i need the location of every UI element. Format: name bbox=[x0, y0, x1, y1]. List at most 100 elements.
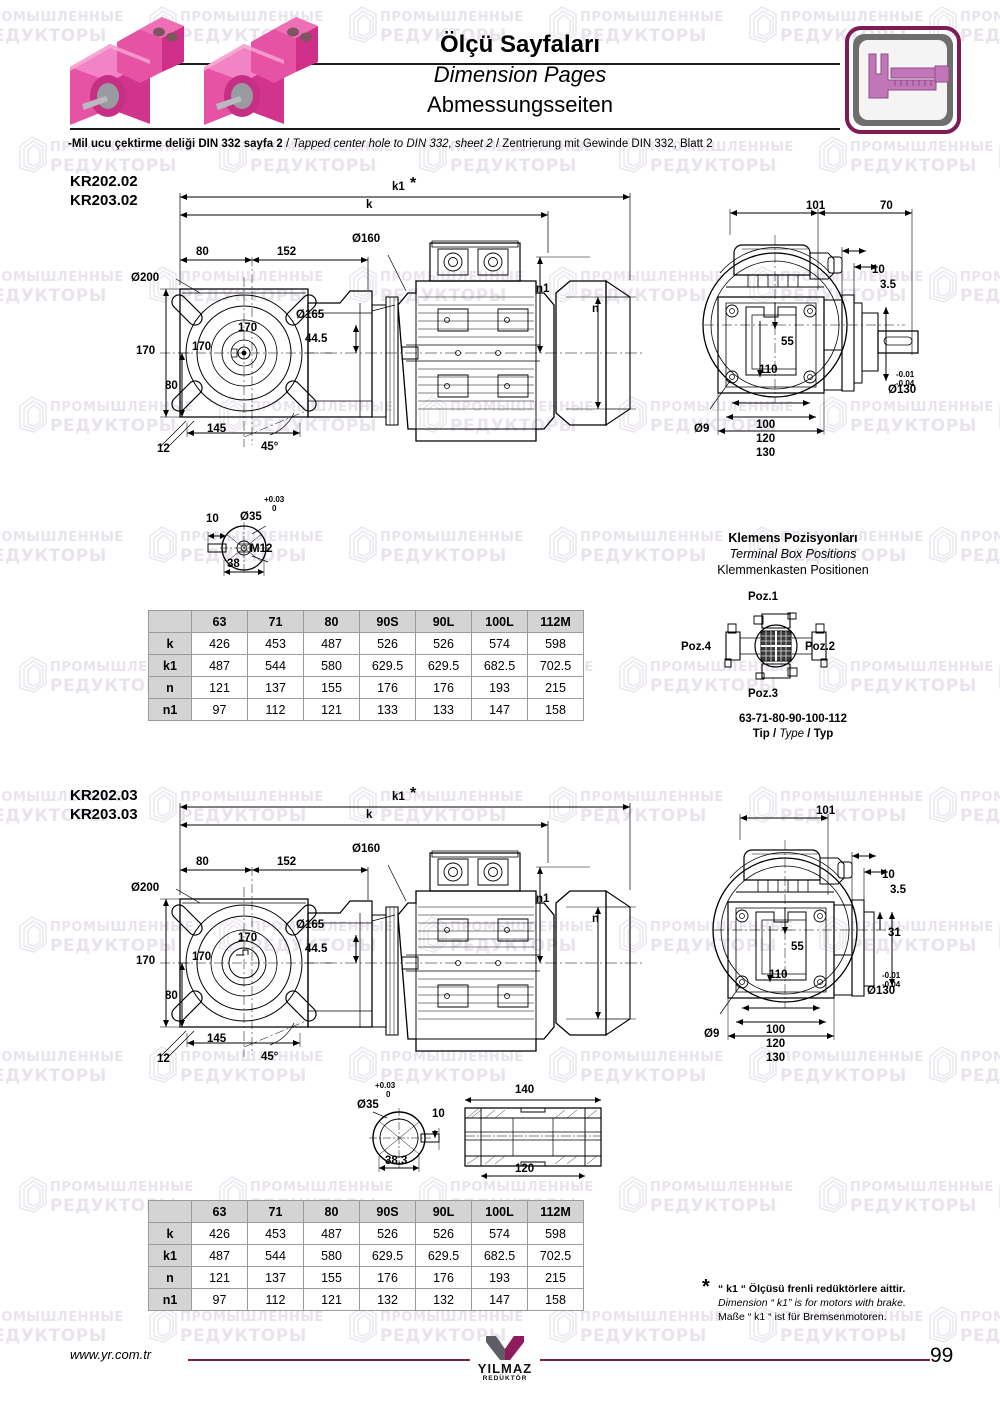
gearmotor-photo-2 bbox=[204, 17, 318, 125]
cell: 580 bbox=[303, 654, 360, 677]
dim-3-5-2: 3.5 bbox=[890, 884, 906, 896]
dim-dia165-1: Ø165 bbox=[296, 309, 325, 321]
dim-tol-upper-2: -0.01 bbox=[882, 971, 901, 980]
brand-name: YILMAZ bbox=[477, 1361, 533, 1376]
dim-dia130-2: Ø130 bbox=[867, 985, 896, 997]
cell: 97 bbox=[191, 1288, 248, 1311]
table-header-row: 63 71 80 90S 90L 100L 112M bbox=[148, 610, 584, 633]
footer-rule-right bbox=[540, 1359, 930, 1361]
dim-tol-lower-1: -0.04 bbox=[896, 379, 915, 388]
cell: 112 bbox=[247, 1288, 304, 1311]
dim-k-1: k bbox=[366, 199, 373, 211]
dim-170-left-2: 170 bbox=[136, 955, 156, 967]
cell: 598 bbox=[527, 632, 584, 655]
cell: 132 bbox=[359, 1288, 416, 1311]
cell: 526 bbox=[415, 632, 472, 655]
type-label-tr: Tip bbox=[752, 728, 770, 740]
cell: 121 bbox=[303, 698, 360, 721]
cell: 147 bbox=[471, 698, 528, 721]
dim-110-1: 110 bbox=[759, 364, 778, 376]
cell: 487 bbox=[303, 632, 360, 655]
cell: 112 bbox=[247, 698, 304, 721]
header-top-rule bbox=[110, 63, 840, 65]
hollow-shaft-detail-2 bbox=[365, 1100, 455, 1180]
cell: 133 bbox=[359, 698, 416, 721]
dim-k1-star-2: * bbox=[410, 785, 417, 802]
dimension-table-2: 63 71 80 90S 90L 100L 112M k 426 453 487… bbox=[148, 1200, 584, 1311]
dim-dia200-2: Ø200 bbox=[131, 882, 160, 894]
model-line-2b: KR203.03 bbox=[70, 806, 138, 823]
cell: 682.5 bbox=[471, 1244, 528, 1267]
row-label-n: n bbox=[148, 1266, 192, 1289]
dim-10-shaft-1: 10 bbox=[206, 513, 219, 525]
dim-101-2: 101 bbox=[816, 805, 836, 817]
type-list: 63-71-80-90-100-112 bbox=[738, 713, 848, 725]
cell: 629.5 bbox=[359, 1244, 416, 1267]
col-112m: 112M bbox=[527, 610, 584, 633]
dim-m12-1: M12 bbox=[250, 543, 273, 555]
terminal-title-de: Klemmenkasten Positionen bbox=[717, 563, 869, 577]
cell: 598 bbox=[527, 1222, 584, 1245]
type-label-line: Tip / Type / Typ bbox=[668, 727, 918, 742]
page-title-en: Dimension Pages bbox=[433, 62, 607, 87]
subtitle-de: Zentrierung mit Gewinde DIN 332, Blatt 2 bbox=[502, 138, 713, 150]
dim-152-2: 152 bbox=[277, 856, 297, 868]
col-80: 80 bbox=[303, 610, 360, 633]
col-63: 63 bbox=[191, 610, 248, 633]
cell: 574 bbox=[471, 1222, 528, 1245]
cell: 682.5 bbox=[471, 654, 528, 677]
dim-55-1: 55 bbox=[781, 336, 794, 348]
dim-44-5-1: 44.5 bbox=[305, 333, 328, 345]
footer-rule-left bbox=[188, 1359, 470, 1361]
col-90l: 90L bbox=[415, 610, 472, 633]
assembly-drawing-1 bbox=[120, 185, 650, 455]
dim-80-top-2: 80 bbox=[196, 856, 209, 868]
row-label-n1: n1 bbox=[148, 1288, 192, 1311]
dim-170-left-1: 170 bbox=[136, 345, 156, 357]
dim-tol-lower-shaft-1: 0 bbox=[272, 504, 277, 513]
dim-tol-upper-1: -0.01 bbox=[896, 370, 915, 379]
dim-k1-star-1: * bbox=[410, 175, 417, 192]
dim-38-1: 38 bbox=[227, 558, 240, 570]
dim-130-1: 130 bbox=[756, 447, 776, 459]
dim-dia9-2: Ø9 bbox=[704, 1028, 720, 1040]
cell: 147 bbox=[471, 1288, 528, 1311]
dim-n-2: n bbox=[592, 913, 600, 925]
cell: 137 bbox=[247, 676, 304, 699]
dimension-table-1: 63 71 80 90S 90L 100L 112M k 426 453 487… bbox=[148, 610, 584, 721]
col-90s: 90S bbox=[359, 610, 416, 633]
dim-45deg-2: 45° bbox=[261, 1051, 279, 1063]
cell: 487 bbox=[303, 1222, 360, 1245]
brand-logo: YILMAZ REDÜKTÖR bbox=[465, 1334, 545, 1382]
header-bottom-rule bbox=[70, 128, 840, 130]
cell: 155 bbox=[303, 1266, 360, 1289]
cell: 526 bbox=[359, 632, 416, 655]
table-row: n1 97 112 121 132 132 147 158 bbox=[148, 1288, 584, 1311]
cell: 97 bbox=[191, 698, 248, 721]
footer-url[interactable]: www.yr.com.tr bbox=[70, 1347, 152, 1362]
dim-145-2: 145 bbox=[207, 1033, 227, 1045]
dim-dia130-1: Ø130 bbox=[888, 384, 917, 396]
cell: 426 bbox=[191, 632, 248, 655]
type-label-en: Type bbox=[779, 728, 805, 740]
dim-120-bush-2: 120 bbox=[515, 1163, 535, 1175]
model-label-1: KR202.02 KR203.02 bbox=[70, 172, 138, 210]
row-label-n: n bbox=[148, 676, 192, 699]
dim-dia9-1: Ø9 bbox=[694, 423, 710, 435]
dim-dia160-1: Ø160 bbox=[352, 233, 381, 245]
poz-1-label: Poz.1 bbox=[748, 591, 779, 603]
model-line-1a: KR202.02 bbox=[70, 173, 138, 190]
model-line-2a: KR202.03 bbox=[70, 787, 138, 804]
dim-10-shaft-2: 10 bbox=[432, 1108, 445, 1120]
cell: 629.5 bbox=[415, 1244, 472, 1267]
footnote-tr: “ k1 “ Ölçüsü frenli redüktörlere aittir… bbox=[718, 1283, 906, 1295]
cell: 702.5 bbox=[527, 654, 584, 677]
dim-80-left-2: 80 bbox=[165, 990, 178, 1002]
header-title-block: Ölçü Sayfaları Dimension Pages Abmessung… bbox=[300, 30, 740, 120]
table-row: k1 487 544 580 629.5 629.5 682.5 702.5 bbox=[148, 1244, 584, 1267]
cell: 453 bbox=[247, 632, 304, 655]
dim-120-1: 120 bbox=[756, 433, 776, 445]
subtitle-sep-2: / bbox=[495, 138, 500, 150]
